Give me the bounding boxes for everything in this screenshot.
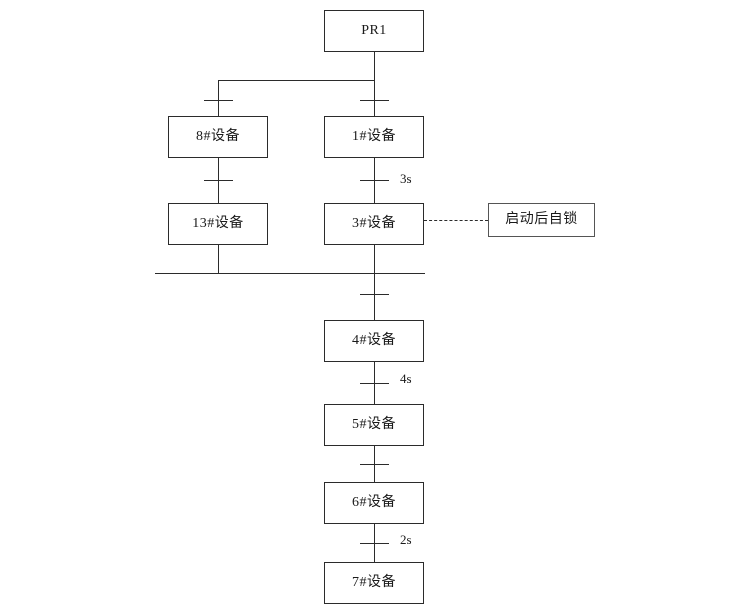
connector-branch-merge (155, 273, 425, 274)
transition-label-4s: 4s (400, 371, 412, 386)
transition-bar-left-1[interactable] (204, 100, 233, 101)
step-box-pr1[interactable]: PR1 (324, 10, 424, 52)
step-label-13: 13#设备 (192, 216, 244, 231)
step-label-8: 8#设备 (196, 129, 240, 144)
connector-left-split-down (218, 80, 219, 116)
step-label-6: 6#设备 (352, 495, 396, 510)
annotation-label-self-lock: 启动后自锁 (505, 212, 578, 227)
connector-branch-split (218, 80, 375, 81)
step-box-8[interactable]: 8#设备 (168, 116, 268, 158)
step-label-7: 7#设备 (352, 575, 396, 590)
step-label-pr1: PR1 (361, 23, 387, 38)
step-label-5: 5#设备 (352, 417, 396, 432)
step-label-3: 3#设备 (352, 216, 396, 231)
connector-13-to-merge (218, 245, 219, 274)
step-box-5[interactable]: 5#设备 (324, 404, 424, 446)
transition-bar-right-2[interactable] (360, 180, 389, 181)
connector-pr1-down (374, 52, 375, 80)
transition-bar-main-0[interactable] (360, 294, 389, 295)
transition-label-2s: 2s (400, 532, 412, 547)
transition-label-3s: 3s (400, 171, 412, 186)
connector-merge-to-4 (374, 273, 375, 320)
connector-annotation-dashed (424, 220, 488, 221)
step-box-7[interactable]: 7#设备 (324, 562, 424, 604)
connector-3-to-merge (374, 245, 375, 274)
step-label-4: 4#设备 (352, 333, 396, 348)
step-box-4[interactable]: 4#设备 (324, 320, 424, 362)
annotation-box-self-lock[interactable]: 启动后自锁 (488, 203, 595, 237)
step-label-1: 1#设备 (352, 129, 396, 144)
step-box-6[interactable]: 6#设备 (324, 482, 424, 524)
transition-bar-left-2[interactable] (204, 180, 233, 181)
connector-right-split-down (374, 80, 375, 116)
step-box-1[interactable]: 1#设备 (324, 116, 424, 158)
transition-bar-right-1[interactable] (360, 100, 389, 101)
step-box-3[interactable]: 3#设备 (324, 203, 424, 245)
transition-bar-main-3[interactable] (360, 543, 389, 544)
step-box-13[interactable]: 13#设备 (168, 203, 268, 245)
transition-bar-main-2[interactable] (360, 464, 389, 465)
transition-bar-main-1[interactable] (360, 383, 389, 384)
